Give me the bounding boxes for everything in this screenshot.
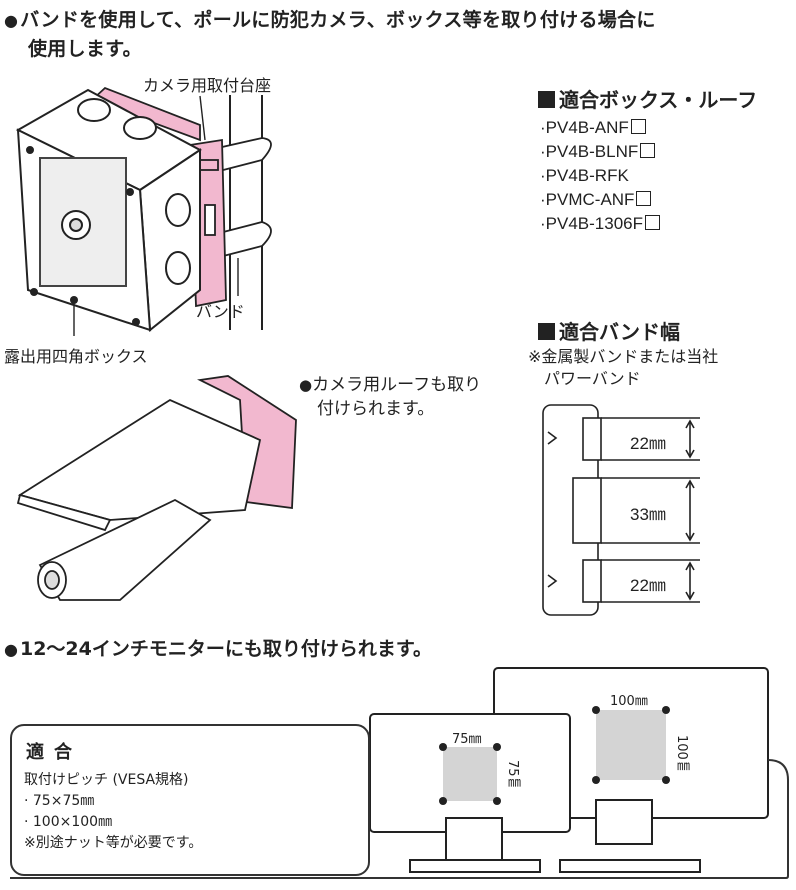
- square-icon: [538, 323, 555, 340]
- bullet-icon: ●: [299, 376, 313, 394]
- leader-dot: [70, 296, 78, 304]
- pole-illustration: [229, 95, 263, 330]
- band-width-diagram: [542, 404, 700, 616]
- band-width-2: 33㎜: [630, 505, 666, 524]
- square-icon: [538, 91, 555, 108]
- band-note: ※金属製バンドまたは当社 パワーバンド: [528, 347, 719, 388]
- monitor-illustration: [369, 667, 769, 873]
- fit-details: 取付けピッチ (VESA規格) · 75×75㎜ · 100×100㎜ ※別途ナ…: [24, 772, 203, 851]
- compatible-box-item: ·PV4B-ANF: [540, 116, 660, 140]
- exposed-box-label: 露出用四角ボックス: [4, 347, 148, 366]
- band-width-1: 22㎜: [630, 434, 666, 453]
- band-width-3: 22㎜: [630, 576, 666, 595]
- monitor-heading: ●12〜24インチモニターにも取り付けられます。: [4, 638, 432, 660]
- roof-note: ●カメラ用ルーフも取り 付けられます。: [299, 375, 482, 419]
- roof-camera-illustration: [16, 375, 297, 601]
- compatible-box-item: ·PV4B-1306F: [540, 212, 660, 236]
- band-label: バンド: [196, 302, 245, 321]
- box-symbol-icon: [636, 191, 652, 206]
- compatible-band-heading: 適合バンド幅: [538, 316, 680, 345]
- camera-mount-label: カメラ用取付台座: [143, 76, 272, 95]
- compatible-box-item: ·PVMC-ANF: [540, 188, 660, 212]
- monitor-small-side-label: 75㎜: [505, 760, 520, 790]
- bullet-icon: ●: [4, 11, 19, 30]
- intro-text: ●バンドを使用して、ポールに防犯カメラ、ボックス等を取り付ける場合に 使用します…: [4, 6, 656, 64]
- box-symbol-icon: [630, 119, 646, 134]
- monitor-large-side-label: 100㎜: [674, 735, 689, 773]
- bullet-icon: ●: [4, 640, 18, 659]
- monitor-large-label: 100㎜: [610, 694, 648, 709]
- compatible-box-item: ·PV4B-BLNF: [540, 140, 660, 164]
- fit-info-box: 適合 取付けピッチ (VESA規格) · 75×75㎜ · 100×100㎜ ※…: [10, 724, 370, 876]
- leader-lines: [73, 95, 239, 336]
- monitor-small-label: 75㎜: [452, 732, 482, 747]
- compatible-box-list: ·PV4B-ANF·PV4B-BLNF ·PV4B-RFK ·PVMC-ANF·PV…: [540, 116, 660, 236]
- compatible-box-heading: 適合ボックス・ルーフ: [538, 84, 757, 113]
- intro-line-2: 使用します。: [28, 38, 142, 60]
- monitor-frame-line: [10, 759, 789, 879]
- intro-line-1: バンドを使用して、ポールに防犯カメラ、ボックス等を取り付ける場合に: [20, 9, 656, 31]
- box-symbol-icon: [645, 215, 660, 230]
- box-symbol-icon: [640, 143, 656, 158]
- exposed-box-illustration: [15, 88, 202, 332]
- fit-title: 適合: [26, 742, 82, 763]
- compatible-box-item: ·PV4B-RFK: [540, 166, 629, 185]
